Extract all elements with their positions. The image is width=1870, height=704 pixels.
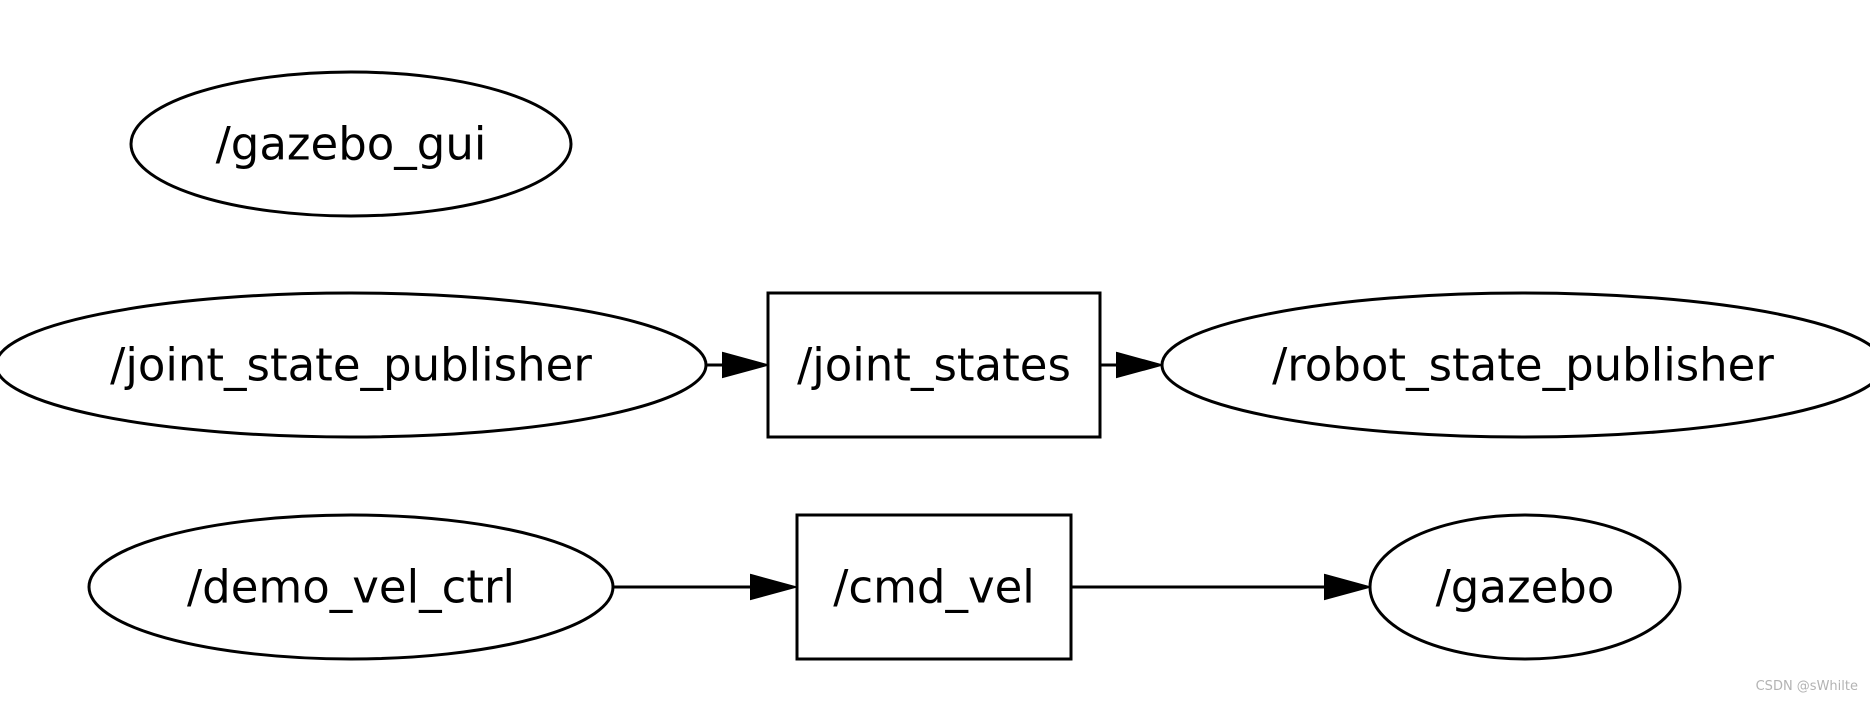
edge-cmd-vel-to-gazebo xyxy=(1072,573,1373,601)
node-demo-vel-ctrl[interactable]: /demo_vel_ctrl xyxy=(87,513,615,661)
edge-joint-state-publisher-to-joint-states xyxy=(706,351,771,379)
topic-cmd-vel[interactable]: /cmd_vel xyxy=(795,513,1073,661)
node-demo-vel-ctrl-label: /demo_vel_ctrl xyxy=(187,561,515,614)
edge-joint-states-to-robot-state-publisher xyxy=(1101,351,1165,379)
node-gazebo-gui-label: /gazebo_gui xyxy=(216,118,487,171)
watermark: CSDN @sWhilte xyxy=(1755,679,1858,694)
node-gazebo-gui[interactable]: /gazebo_gui xyxy=(129,70,573,218)
node-robot-state-publisher-label: /robot_state_publisher xyxy=(1272,339,1774,392)
node-joint-state-publisher-label: /joint_state_publisher xyxy=(110,339,592,392)
edge-demo-vel-ctrl-to-cmd-vel xyxy=(613,573,799,601)
topic-cmd-vel-label: /cmd_vel xyxy=(833,561,1035,614)
node-robot-state-publisher[interactable]: /robot_state_publisher xyxy=(1160,291,1870,439)
topic-joint-states-label: /joint_states xyxy=(797,339,1071,392)
node-gazebo-label: /gazebo xyxy=(1436,561,1615,614)
topic-joint-states[interactable]: /joint_states xyxy=(766,291,1102,439)
node-joint-state-publisher[interactable]: /joint_state_publisher xyxy=(0,291,708,439)
node-gazebo[interactable]: /gazebo xyxy=(1368,513,1682,661)
